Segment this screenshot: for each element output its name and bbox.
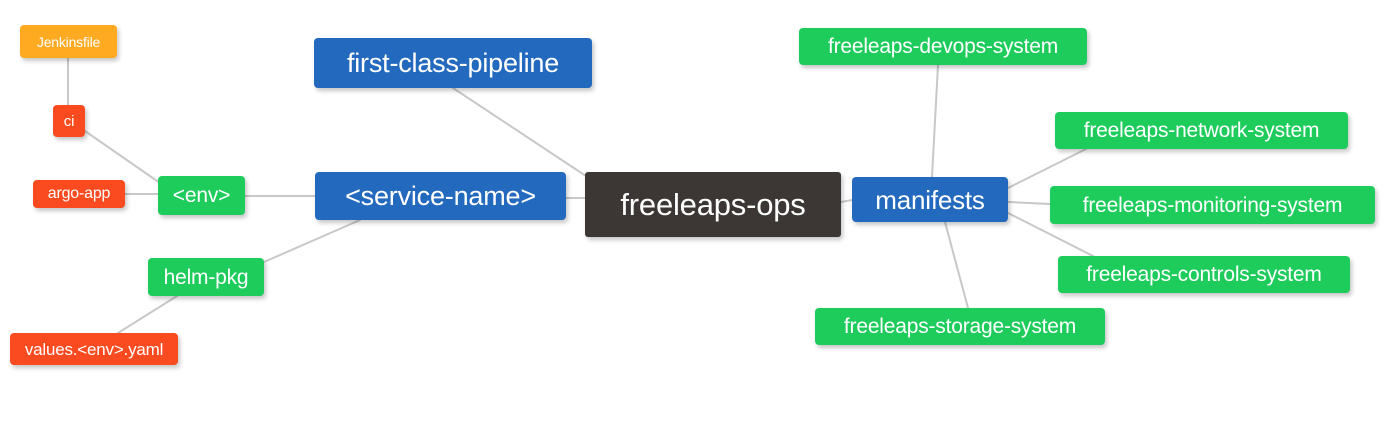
mindmap-node-argo-app[interactable]: argo-app [33,180,125,208]
mindmap-node-env[interactable]: <env> [158,176,245,215]
mindmap-node-freeleaps-ops[interactable]: freeleaps-ops [585,172,841,237]
edge-manifests-to-devops-system [931,64,939,178]
mindmap-node-ci[interactable]: ci [53,105,85,137]
mindmap-node-controls-system[interactable]: freeleaps-controls-system [1058,256,1350,293]
mindmap-node-values-yaml[interactable]: values.<env>.yaml [10,333,178,365]
mindmap-node-storage-system[interactable]: freeleaps-storage-system [815,308,1105,345]
mindmap-node-devops-system[interactable]: freeleaps-devops-system [799,28,1087,65]
edge-freeleaps-ops-to-first-class-pipeline [452,87,593,181]
edge-manifests-to-storage-system [944,221,969,309]
mindmap-node-jenkinsfile[interactable]: Jenkinsfile [20,25,117,58]
mindmap-node-monitoring-system[interactable]: freeleaps-monitoring-system [1050,186,1375,224]
mindmap-node-first-class-pipeline[interactable]: first-class-pipeline [314,38,592,88]
edge-helm-pkg-to-values-yaml [117,295,178,334]
edge-service-name-to-helm-pkg [263,219,361,263]
mindmap-node-manifests[interactable]: manifests [852,177,1008,222]
mindmap-node-service-name[interactable]: <service-name> [315,172,566,220]
edge-freeleaps-ops-to-manifests [840,199,853,203]
mindmap-node-helm-pkg[interactable]: helm-pkg [148,258,264,296]
edge-manifests-to-monitoring-system [1007,201,1051,205]
mindmap-node-network-system[interactable]: freeleaps-network-system [1055,112,1348,149]
edge-manifests-to-network-system [1007,148,1087,189]
